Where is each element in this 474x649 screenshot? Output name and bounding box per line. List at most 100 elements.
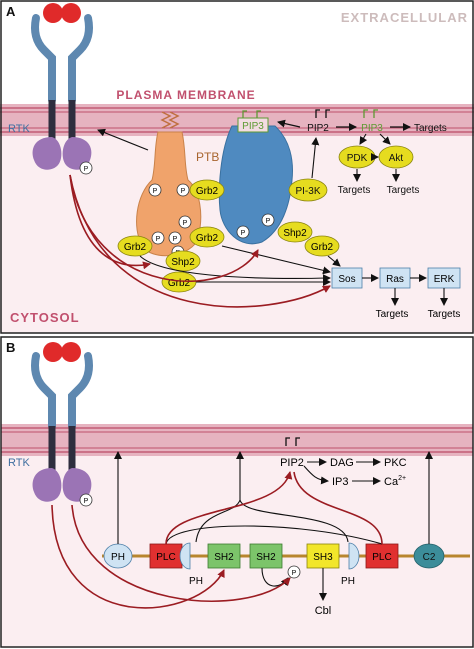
pip2-label: PIP2 bbox=[307, 123, 329, 134]
pip3-label-right: PIP3 bbox=[361, 123, 383, 134]
shp2-oval-2 bbox=[277, 221, 313, 243]
rtk-right-kinase bbox=[62, 137, 92, 170]
panel-a: A EXTRACELLULAR PLASMA MEMBRANE CYTOSOL … bbox=[0, 0, 474, 334]
ligand-right-b bbox=[61, 342, 81, 362]
pip3-label-left: PIP3 bbox=[242, 121, 264, 132]
arrow-pi3k-to-pip2 bbox=[311, 137, 320, 179]
akt-oval bbox=[378, 145, 414, 169]
ph-domain-1-label: PH bbox=[111, 552, 125, 563]
grb2-label-4: Grb2 bbox=[168, 278, 191, 289]
pip2-b-headgroup bbox=[285, 437, 300, 446]
arrow-pip2-ip3 bbox=[303, 465, 329, 485]
plc-domain-2-label: PLC bbox=[372, 552, 391, 563]
rtk-b-phospho bbox=[79, 493, 93, 507]
ph-split-left-label: PH bbox=[189, 576, 203, 587]
rtk-b-right-kinase bbox=[62, 468, 92, 502]
pdk-label: PDK bbox=[347, 153, 368, 164]
red-arrow-plc2-to-pip2 bbox=[293, 471, 383, 545]
rtk-b-left-arm bbox=[31, 352, 56, 430]
panel-b-membrane bbox=[1, 424, 473, 456]
ptb-phospho-4 bbox=[151, 231, 165, 245]
red-arrow-plc-to-pip2 bbox=[165, 471, 293, 545]
plc-domain-2 bbox=[365, 543, 399, 569]
pi3k-phospho-1-label: P bbox=[266, 218, 271, 225]
linker-phospho bbox=[287, 565, 301, 579]
red-arrow-receptor-to-phospho bbox=[71, 504, 291, 602]
erk-label: ERK bbox=[434, 274, 455, 285]
ptb-anchor bbox=[160, 111, 180, 129]
grb2-label-1: Grb2 bbox=[196, 186, 219, 197]
sh3-domain bbox=[306, 543, 340, 569]
ptb-phospho-3-label: P bbox=[183, 220, 188, 227]
ptb-phospho-1-label: P bbox=[153, 188, 158, 195]
linker-phospho-label: P bbox=[292, 570, 297, 577]
ligand-left-b bbox=[43, 342, 63, 362]
arrow-ptb-to-receptor bbox=[97, 128, 149, 151]
arrow-grb2-5-to-sos bbox=[327, 255, 341, 267]
grb2-label-2: Grb2 bbox=[196, 233, 219, 244]
grb2-oval-1 bbox=[189, 179, 225, 201]
arrow-ph-split-to-membrane bbox=[195, 451, 244, 543]
ligand-left bbox=[43, 3, 63, 23]
red-arrow-receptor-to-grb2 bbox=[69, 174, 151, 270]
pip2-b-label: PIP2 bbox=[280, 457, 304, 469]
grb2-oval-2 bbox=[189, 226, 225, 248]
rtk-phospho-a-label: P bbox=[84, 166, 89, 173]
red-arrow-receptor-to-sos bbox=[69, 174, 331, 308]
pip3-targets-label: Targets bbox=[414, 123, 447, 134]
pi3k-phospho-2 bbox=[236, 225, 250, 239]
ras-label: Ras bbox=[386, 274, 404, 285]
ptb-phospho-2 bbox=[176, 183, 190, 197]
arrow-pip3-to-pdk bbox=[359, 133, 368, 145]
rtk-label: RTK bbox=[8, 123, 30, 135]
rtk-phospho-a bbox=[79, 161, 93, 175]
rtk-receptor-b: P bbox=[31, 342, 93, 507]
sh2-domain-1-label: SH2 bbox=[214, 552, 234, 563]
cbl-label: Cbl bbox=[315, 605, 332, 617]
shp2-label-1: Shp2 bbox=[171, 257, 195, 268]
pdk-targets-label: Targets bbox=[338, 185, 371, 196]
panel-b-letter: B bbox=[6, 340, 15, 355]
rtk-b-left-kinase bbox=[32, 468, 62, 502]
pip3-headgroup-left bbox=[242, 110, 261, 118]
pi3k-phospho-1 bbox=[261, 213, 275, 227]
ligand-right bbox=[61, 3, 81, 23]
ptb-protein: PTB P P P P P P bbox=[136, 111, 219, 259]
extracellular-label: EXTRACELLULAR bbox=[341, 10, 468, 25]
ca-superscript: 2+ bbox=[398, 475, 406, 482]
pip3-headgroup-right bbox=[363, 109, 378, 118]
pkc-label: PKC bbox=[384, 457, 407, 469]
rtk-right-arm bbox=[68, 14, 93, 104]
grb2-oval-5 bbox=[304, 235, 340, 257]
ptb-phospho-2-label: P bbox=[181, 188, 186, 195]
akt-label: Akt bbox=[389, 153, 404, 164]
ptb-phospho-5 bbox=[168, 231, 182, 245]
red-arrow-receptor-to-sh2 bbox=[51, 504, 225, 609]
ptb-label: PTB bbox=[196, 150, 219, 164]
sos-label: Sos bbox=[338, 274, 355, 285]
ca-text: Ca bbox=[384, 476, 399, 488]
dag-label: DAG bbox=[330, 457, 354, 469]
panel-b-border bbox=[0, 336, 474, 648]
pi3k-oval bbox=[288, 178, 328, 202]
arrow-grb2-1-to-sos bbox=[221, 245, 331, 275]
ph-split-left bbox=[179, 542, 191, 570]
ph-split-right bbox=[348, 542, 360, 570]
arrow-ph-split-right-to-membrane bbox=[239, 499, 349, 543]
akt-targets-label: Targets bbox=[387, 185, 420, 196]
pi3k-phospho-2-label: P bbox=[241, 230, 246, 237]
panel-a-letter: A bbox=[6, 4, 16, 19]
pip3-box bbox=[237, 117, 269, 133]
rtk-b-right-arm bbox=[68, 352, 93, 430]
cytosol-label: CYTOSOL bbox=[10, 310, 80, 325]
pip2-headgroup bbox=[315, 109, 330, 118]
ptb-phospho-5-label: P bbox=[173, 236, 178, 243]
panel-b: B RTK P PH PLC SH2 SH2 SH3 PLC bbox=[0, 336, 474, 648]
shp2-label-2: Shp2 bbox=[283, 228, 307, 239]
sh3-domain-label: SH3 bbox=[313, 552, 333, 563]
erk-targets-label: Targets bbox=[428, 309, 461, 320]
ptb-phospho-3 bbox=[178, 215, 192, 229]
pi3k-protein: P P bbox=[218, 125, 293, 245]
arrow-pip3-to-akt bbox=[379, 133, 391, 145]
